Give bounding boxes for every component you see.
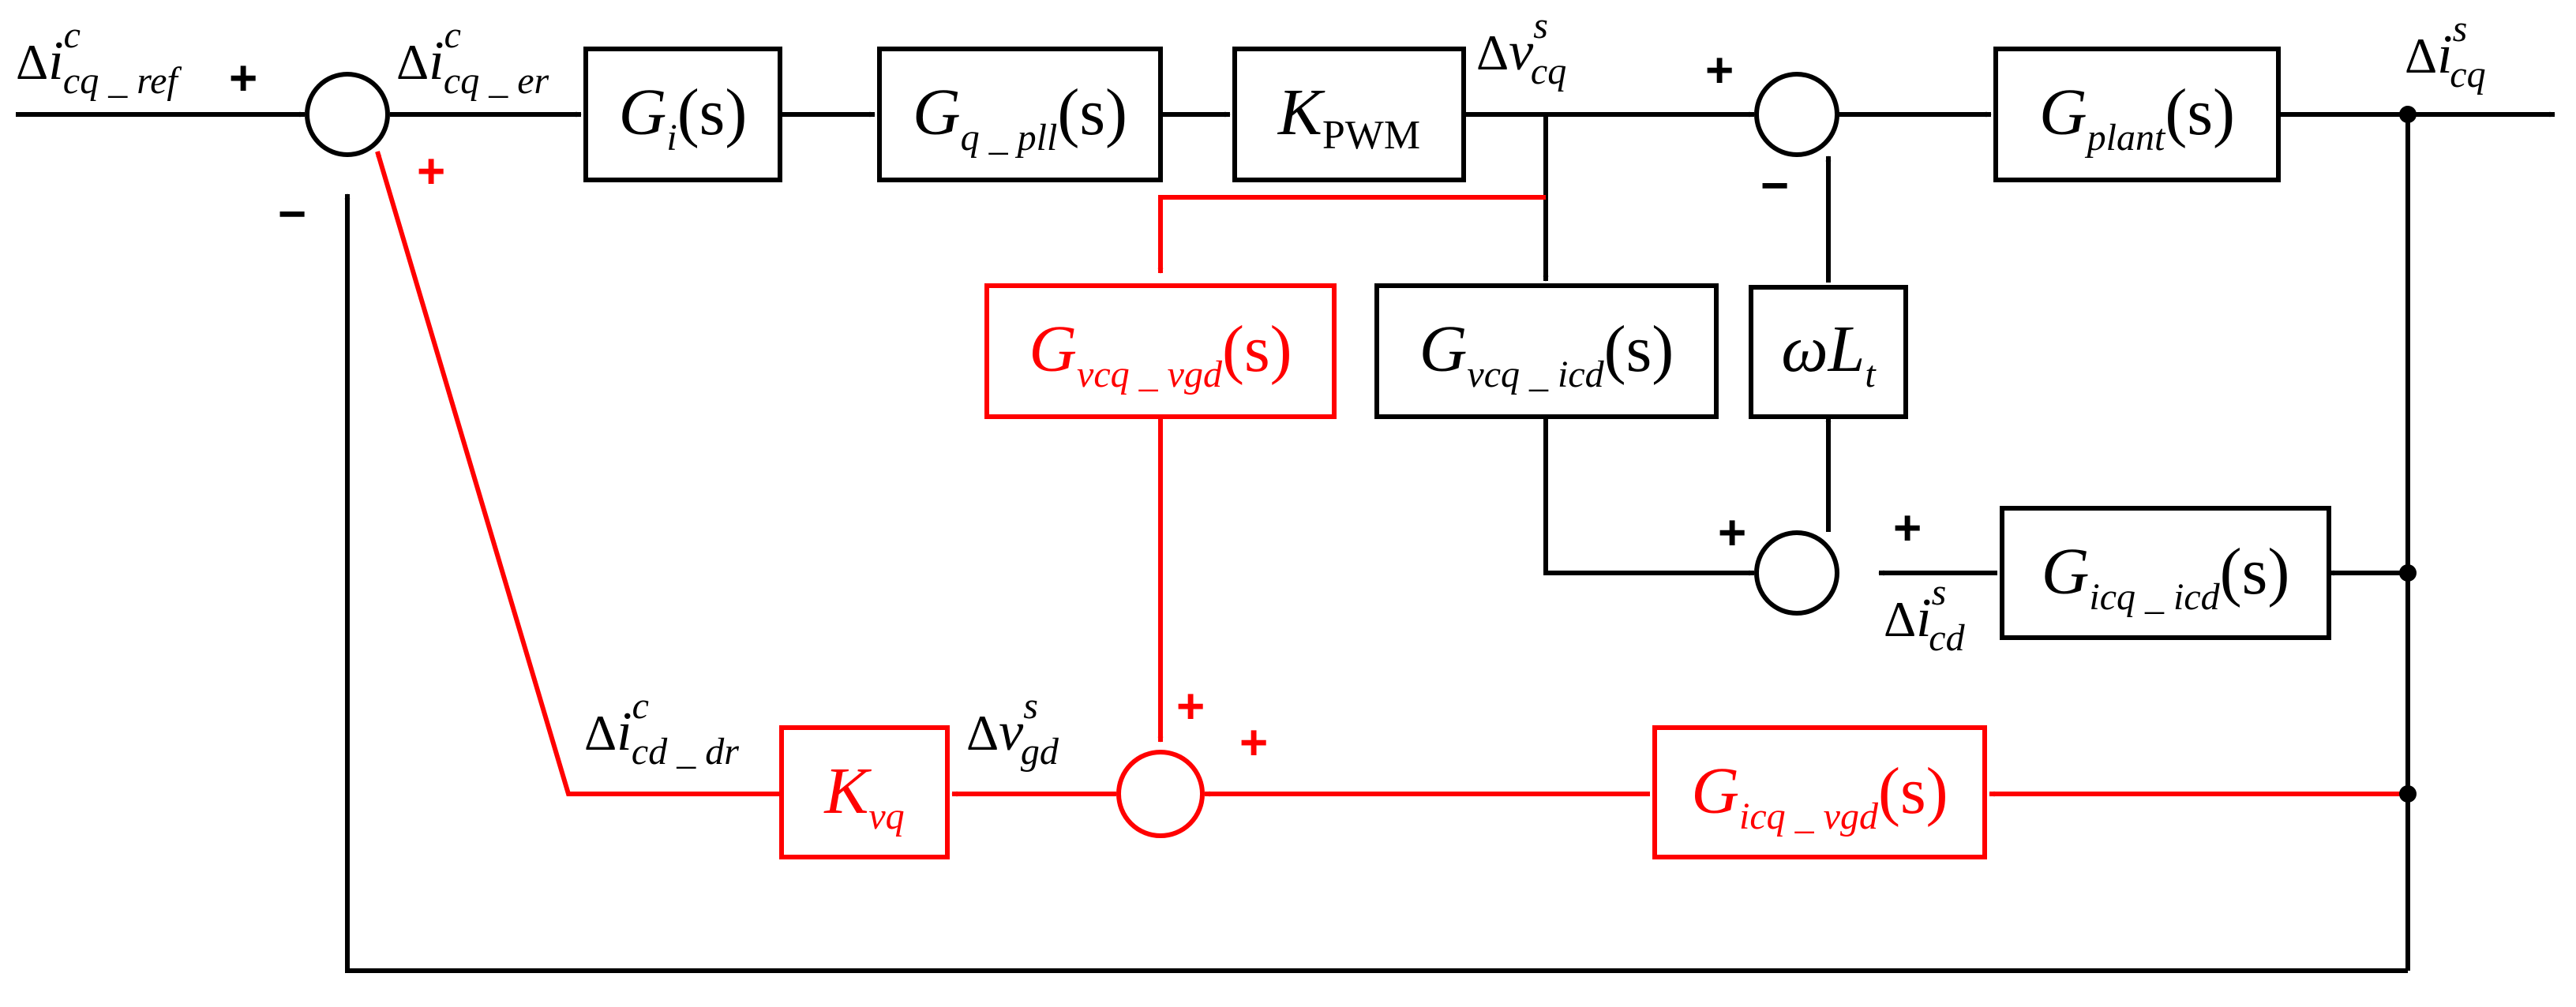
block-gi: Gi(s)	[583, 47, 782, 182]
block-kvq: Kvq	[779, 725, 950, 859]
junction-output-dot	[2399, 106, 2417, 123]
wire-vcq-to-gvgd	[1157, 195, 1546, 274]
block-omega-lt: ωLt	[1749, 285, 1908, 419]
block-omega-lt-label: ωLt	[1781, 313, 1877, 395]
sign-sum3-plus-left: +	[1718, 506, 1746, 560]
sign-sum2-plus-left: +	[1705, 43, 1734, 98]
block-gvcq-icd: Gvcq _ icd(s)	[1374, 283, 1719, 419]
sign-sum1-plus-left: +	[229, 51, 257, 106]
wire-kvq-to-sum1	[375, 151, 782, 796]
block-gq-pll: Gq _ pll(s)	[877, 47, 1163, 182]
block-gplant-label: Gplant(s)	[2039, 76, 2235, 159]
block-gvcq-vgd-label: Gvcq _ vgd(s)	[1029, 313, 1292, 395]
sign-sum1-plus-red: +	[417, 144, 445, 199]
block-gicq-icd: Gicq _ icd(s)	[2000, 506, 2331, 640]
junction-gicqicd-dot	[2399, 564, 2417, 582]
summing-junction-4	[1116, 750, 1205, 838]
block-kvq-label: Kvq	[823, 754, 904, 837]
wire-feedback-to-sum1	[344, 193, 2408, 973]
block-kpwm-label: KPWM	[1277, 76, 1420, 158]
block-gicq-icd-label: Gicq _ icd(s)	[2042, 535, 2290, 618]
sign-sum2-minus-bottom: −	[1760, 159, 1789, 213]
junction-gicqvgd-dot	[2399, 785, 2417, 803]
summing-junction-3	[1754, 530, 1839, 616]
sign-sum1-minus-bottom: −	[278, 187, 306, 241]
block-gicq-vgd: Gicq _ vgd(s)	[1652, 725, 1987, 859]
decoupling-signal-wires	[375, 151, 2408, 797]
block-kpwm: KPWM	[1232, 47, 1466, 182]
block-gq-pll-label: Gq _ pll(s)	[913, 76, 1127, 159]
sign-sum3-plus-right: +	[1893, 501, 1922, 556]
block-gplant: Gplant(s)	[1993, 47, 2281, 182]
main-signal-wires	[16, 111, 2555, 973]
summing-junction-2	[1754, 72, 1839, 157]
sign-sum4-plus-top: +	[1176, 679, 1205, 734]
block-gi-label: Gi(s)	[619, 76, 748, 159]
block-gvcq-icd-label: Gvcq _ icd(s)	[1419, 313, 1674, 395]
wire-gicd-to-sum3	[1543, 417, 1755, 576]
sign-sum4-plus-right: +	[1239, 716, 1268, 770]
block-gvcq-vgd: Gvcq _ vgd(s)	[984, 283, 1337, 419]
block-gicq-vgd-label: Gicq _ vgd(s)	[1691, 754, 1948, 837]
summing-junction-1	[305, 72, 390, 157]
